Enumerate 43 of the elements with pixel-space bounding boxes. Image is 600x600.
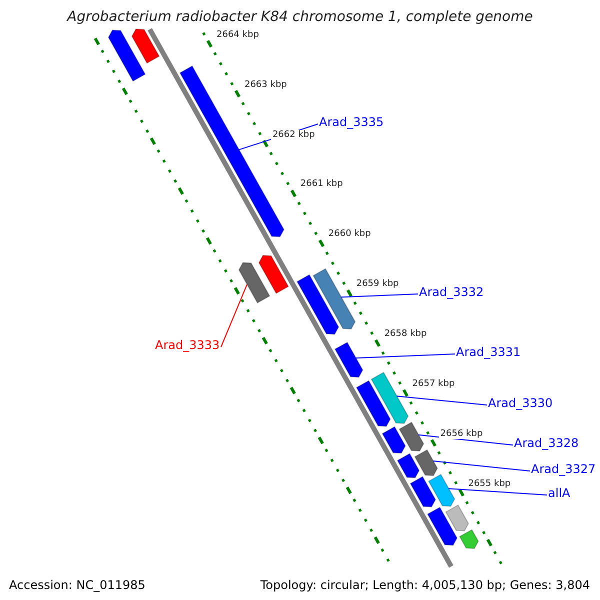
gene-bar bbox=[258, 254, 290, 294]
scale-label: 2655 kbp bbox=[467, 478, 512, 489]
gene-label: Arad_3335 bbox=[319, 115, 384, 129]
gene-bar bbox=[370, 372, 409, 424]
gene-bar bbox=[382, 426, 406, 454]
gene-label: Arad_3331 bbox=[456, 345, 521, 359]
gene-bar bbox=[334, 342, 364, 378]
scale-label: 2662 kbp bbox=[271, 130, 316, 140]
scale-label: 2658 kbp bbox=[383, 329, 428, 340]
gene-bar bbox=[131, 28, 160, 64]
leader-line bbox=[396, 396, 488, 406]
gene-label: Arad_3332 bbox=[419, 285, 484, 299]
scale-label: 2657 kbp bbox=[411, 378, 456, 389]
gene-bar bbox=[312, 268, 356, 330]
gene-bar bbox=[410, 476, 436, 508]
leader-line bbox=[448, 488, 548, 496]
leader-line bbox=[220, 284, 248, 348]
gene-bar bbox=[356, 380, 391, 427]
footer-text: Accession: NC_011985 bbox=[9, 578, 146, 592]
scale-label: 2660 kbp bbox=[327, 229, 372, 240]
gene-bar bbox=[398, 422, 424, 452]
gene-bar bbox=[426, 506, 458, 546]
gene-label: Arad_3327 bbox=[531, 462, 596, 476]
gene-bar bbox=[445, 504, 469, 532]
leader-line bbox=[432, 460, 530, 472]
gene-bar bbox=[396, 452, 420, 478]
gene-label: allA bbox=[548, 486, 570, 500]
gene-bar bbox=[296, 274, 340, 335]
gene-bar bbox=[428, 474, 456, 507]
scale-label: 2659 kbp bbox=[355, 279, 400, 290]
scale-label: 2663 kbp bbox=[243, 80, 288, 90]
gene-bar bbox=[459, 529, 479, 549]
gene-label: Arad_3328 bbox=[514, 436, 579, 450]
footer-text: Topology: circular; Length: 4,005,130 bp; Genes: 3,804 bbox=[260, 578, 590, 592]
gene-label: Arad_3330 bbox=[488, 396, 553, 410]
scale-label: 2664 kbp bbox=[216, 30, 260, 40]
title: Agrobacterium radiobacter K84 chromosome 1, complete genome bbox=[66, 9, 534, 25]
leader-line bbox=[340, 294, 418, 298]
gene-label: Arad_3333 bbox=[155, 338, 220, 352]
scale-label: 2661 kbp bbox=[299, 179, 344, 190]
gene-bar bbox=[414, 449, 438, 476]
scale-label: 2656 kbp bbox=[439, 428, 484, 439]
gene-bar bbox=[238, 262, 270, 304]
